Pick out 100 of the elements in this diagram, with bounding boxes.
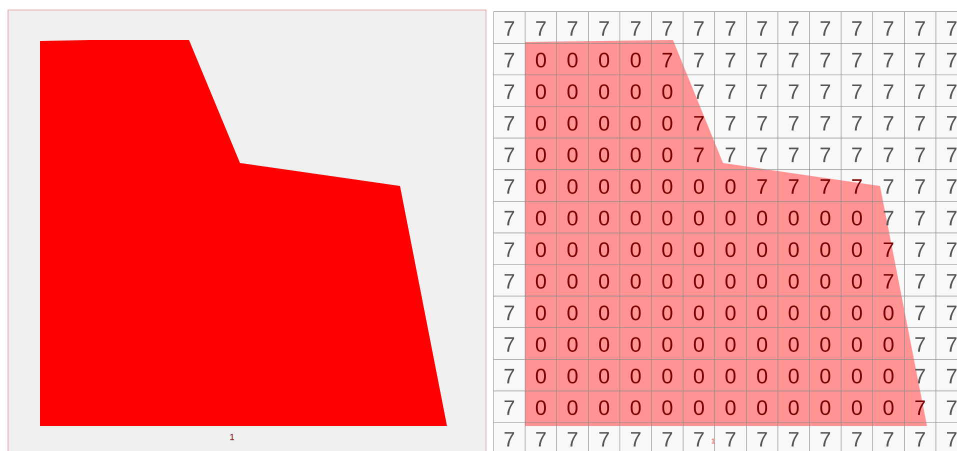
grid-number: 0 <box>757 337 768 352</box>
grid-number: 0 <box>852 368 862 384</box>
grid-number: 7 <box>630 21 640 36</box>
grid-number: 7 <box>726 84 736 99</box>
grid-number: 7 <box>852 52 862 68</box>
grid-number: 7 <box>946 84 956 99</box>
grid-number: 7 <box>504 84 514 99</box>
grid-number: 0 <box>725 305 736 320</box>
caption-number: 1 <box>230 434 234 440</box>
grid-number: 0 <box>883 368 894 384</box>
grid-number: 0 <box>788 400 799 416</box>
grid-number: 0 <box>567 52 578 68</box>
grid-number: 0 <box>630 147 641 162</box>
grid-number: 0 <box>599 179 610 194</box>
grid-number: 7 <box>946 306 956 320</box>
grid-number: 0 <box>852 242 862 258</box>
grid-number: 0 <box>788 242 799 258</box>
grid-number: 7 <box>946 432 956 447</box>
grid-number: 0 <box>662 400 672 416</box>
grid-number: 0 <box>536 337 546 352</box>
grid-number: 0 <box>599 368 610 384</box>
grid-number: 0 <box>567 368 578 384</box>
grid-number: 0 <box>567 147 578 162</box>
grid-number: 0 <box>630 368 641 384</box>
grid-number: 0 <box>852 274 862 289</box>
grid-number: 0 <box>662 242 672 258</box>
grid-number: 7 <box>946 148 956 162</box>
grid-number: 0 <box>630 116 641 131</box>
grid-number: 7 <box>852 148 862 162</box>
grid-number: 7 <box>820 21 830 36</box>
grid-number: 7 <box>915 242 925 257</box>
grid-number: 0 <box>599 116 610 131</box>
grid-number: 7 <box>884 274 894 289</box>
grid-number: 0 <box>883 400 894 416</box>
grid-number: 7 <box>820 52 830 68</box>
grid-number: 7 <box>757 148 767 162</box>
grid-number: 7 <box>852 21 862 36</box>
grid-number: 0 <box>630 337 641 352</box>
grid-number: 7 <box>820 432 830 447</box>
grid-number: 0 <box>567 242 578 258</box>
grid-number: 0 <box>820 368 830 384</box>
grid-number: 7 <box>694 52 704 68</box>
grid-number: 7 <box>504 148 514 162</box>
grid-number: 7 <box>946 179 956 194</box>
grid-number: 0 <box>599 52 610 68</box>
grid-number: 0 <box>725 179 736 194</box>
grid-number: 0 <box>536 210 546 226</box>
grid-number: 7 <box>599 21 609 36</box>
grid-number: 7 <box>757 179 767 194</box>
grid-number: 0 <box>694 179 704 194</box>
grid-number: 0 <box>567 400 578 416</box>
grid-number: 7 <box>852 432 862 447</box>
grid-number: 0 <box>536 52 546 68</box>
grid-number: 7 <box>504 21 514 36</box>
grid-number: 0 <box>567 210 578 226</box>
grid-number: 0 <box>536 147 546 162</box>
grid-number: 7 <box>915 210 925 226</box>
grid-number: 7 <box>915 179 925 194</box>
grid-number: 0 <box>567 84 578 100</box>
grid-number: 0 <box>820 274 830 289</box>
grid-number: 0 <box>788 274 799 289</box>
grid-number: 7 <box>915 432 925 447</box>
grid-number: 0 <box>662 210 672 226</box>
grid-number: 7 <box>820 84 830 99</box>
grid-number: 0 <box>757 400 768 416</box>
grid-number: 0 <box>599 84 610 100</box>
grid-number: 7 <box>946 116 956 131</box>
grid-number: 0 <box>567 305 578 320</box>
grid-number: 7 <box>694 84 704 99</box>
grid-number: 0 <box>630 274 641 289</box>
grid-number: 7 <box>662 52 672 68</box>
grid-number: 7 <box>788 21 798 36</box>
grid-number: 7 <box>757 21 767 36</box>
grid-number: 7 <box>536 21 546 36</box>
grid-number: 7 <box>757 84 767 99</box>
grid-number: 7 <box>788 116 798 131</box>
grid-number: 0 <box>725 210 736 226</box>
grid-number: 0 <box>599 147 610 162</box>
grid-number: 7 <box>726 116 736 131</box>
grid-number: 0 <box>820 400 830 416</box>
grid-number: 0 <box>630 305 641 320</box>
grid-number: 7 <box>504 368 514 384</box>
grid-number: 0 <box>725 242 736 258</box>
grid-number: 7 <box>884 21 894 36</box>
grid-number: 7 <box>757 432 767 447</box>
grid-number: 7 <box>946 400 956 415</box>
grid-number: 7 <box>757 116 767 131</box>
grid-number: 7 <box>884 148 894 162</box>
grid-number: 0 <box>662 368 672 384</box>
grid-number: 7 <box>504 400 514 415</box>
grid-number: 0 <box>788 368 799 384</box>
grid-number: 0 <box>599 210 610 226</box>
grid-number: 0 <box>883 305 894 320</box>
grid-number: 0 <box>694 305 704 320</box>
grid-number: 7 <box>884 52 894 68</box>
grid-number: 7 <box>568 21 578 36</box>
grid-number: 0 <box>725 368 736 384</box>
grid-number: 7 <box>726 21 736 36</box>
grid-number: 7 <box>946 21 956 36</box>
grid-number: 0 <box>599 337 610 352</box>
